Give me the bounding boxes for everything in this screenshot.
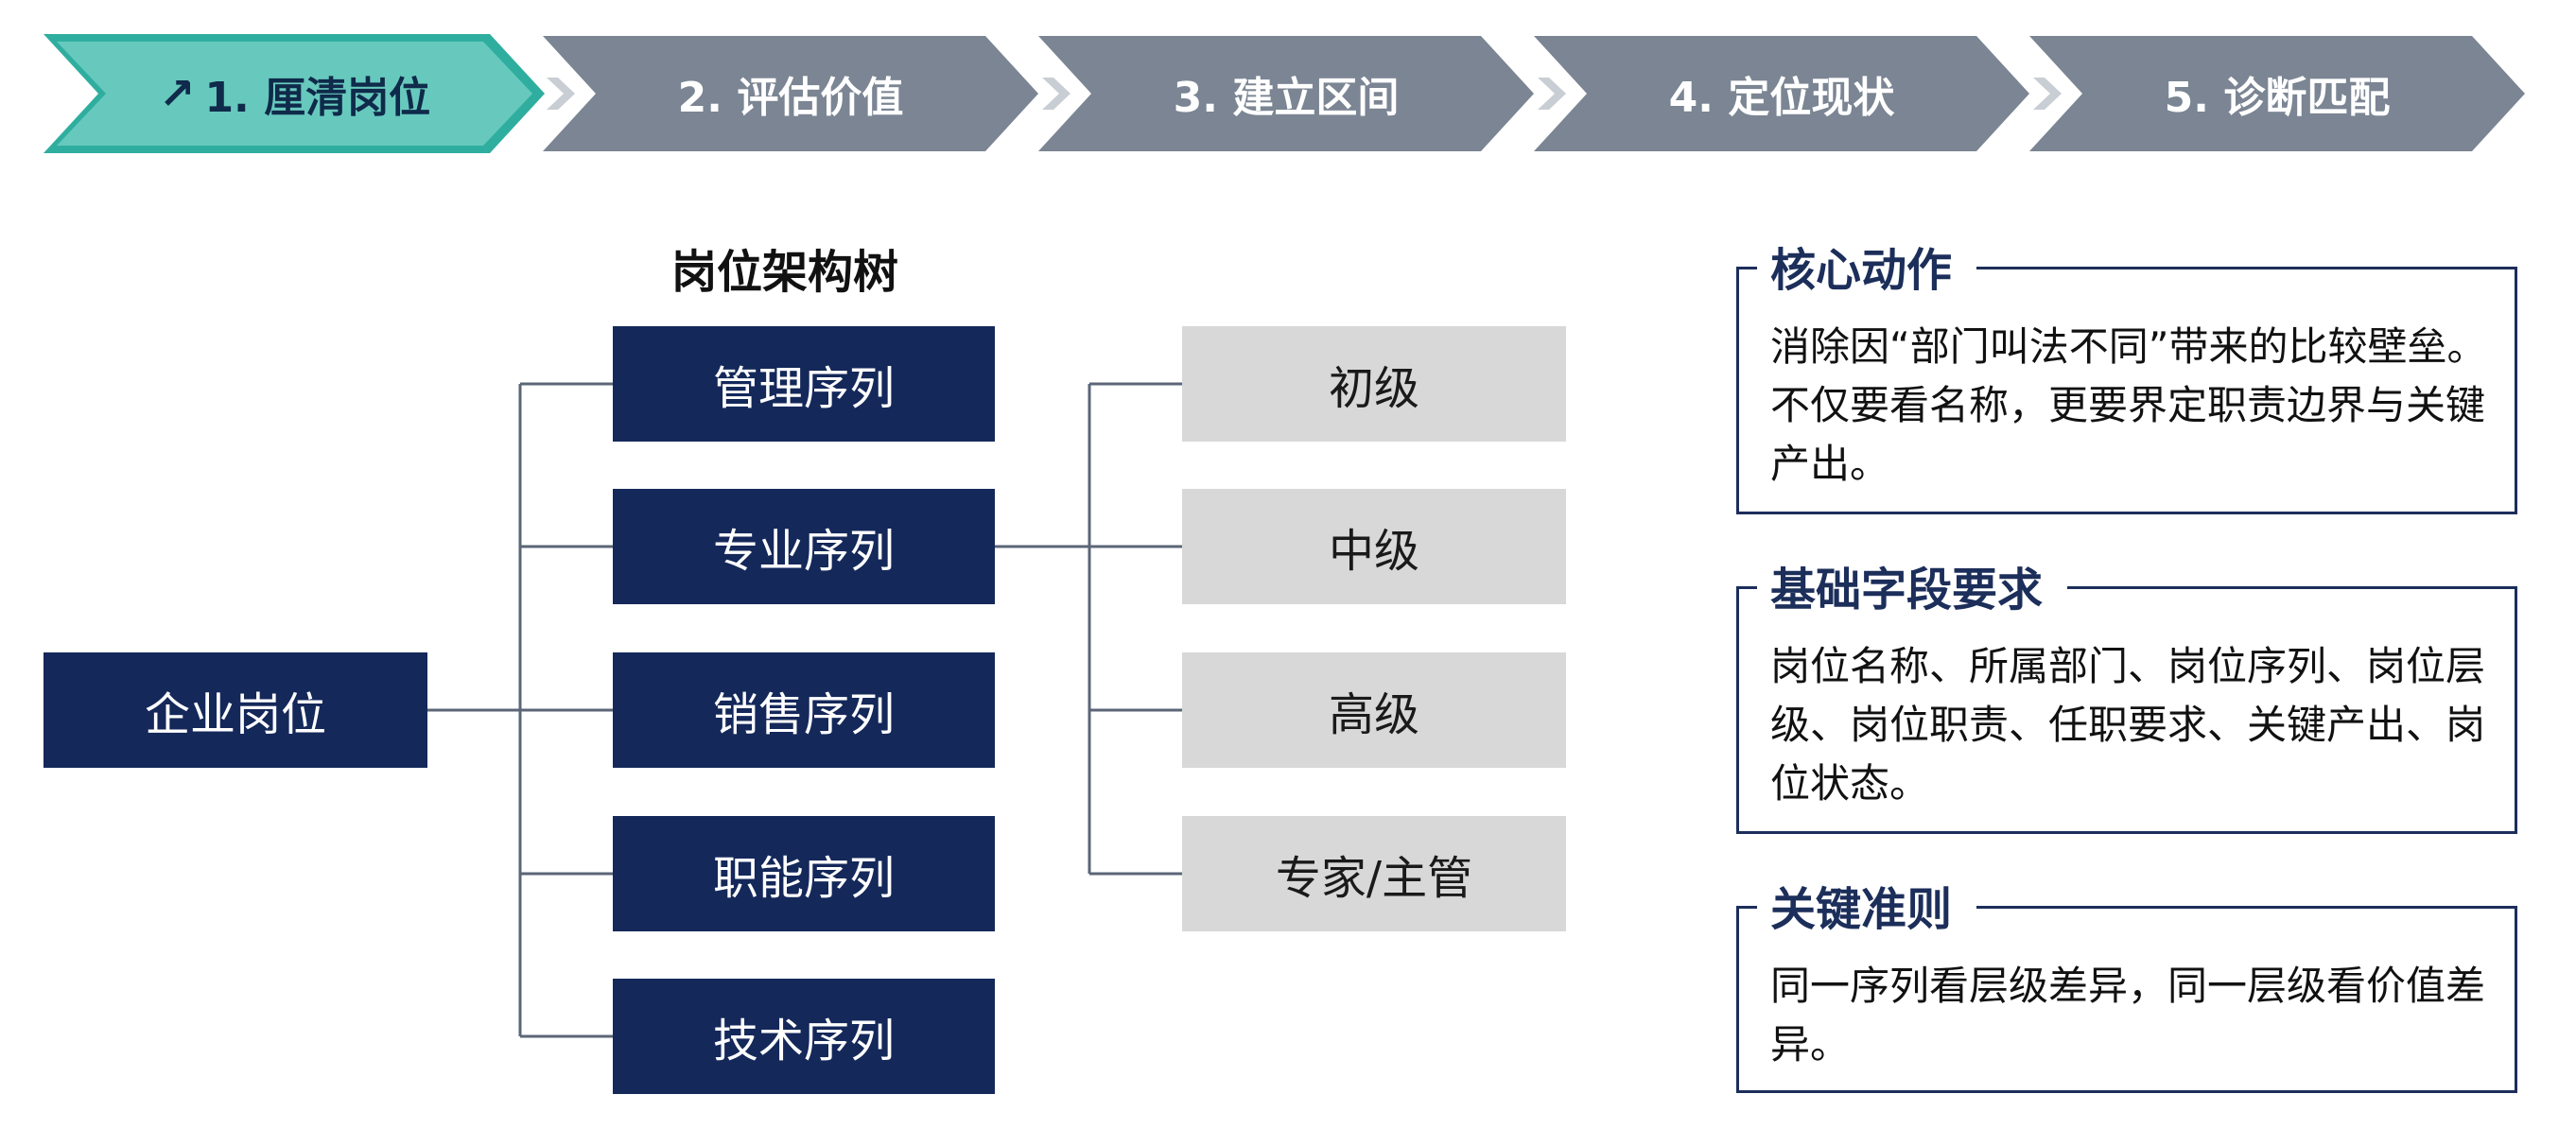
level-node: 专家/主管	[1182, 816, 1566, 931]
field-requirements-title: 基础字段要求	[1757, 562, 2068, 618]
core-action-title: 核心动作	[1757, 242, 1977, 299]
step-1-label: 1. 厘清岗位	[204, 74, 431, 122]
step-4[interactable]: 4. 定位现状	[1534, 36, 2029, 151]
step-3[interactable]: 3. 建立区间	[1038, 36, 1534, 151]
chevron-separator-icon	[1042, 78, 1070, 110]
step-5-label: 5. 诊断匹配	[2164, 74, 2391, 122]
sequence-node: 销售序列	[613, 652, 995, 768]
step-2[interactable]: 2. 评估价值	[543, 36, 1038, 151]
root-node: 企业岗位	[44, 652, 427, 768]
step-3-label: 3. 建立区间	[1173, 74, 1400, 122]
arrow-up-right-icon: ↗	[158, 68, 196, 119]
step-1[interactable]: ↗ 1. 厘清岗位	[57, 42, 532, 146]
key-principle-body: 同一序列看层级差异，同一层级看价值差异。	[1770, 963, 2486, 1068]
chevron-separator-icon	[547, 78, 575, 110]
level-node: 高级	[1182, 652, 1566, 768]
key-principle-title: 关键准则	[1757, 881, 1977, 938]
step-5[interactable]: 5. 诊断匹配	[2029, 36, 2525, 151]
process-stepper: ↗ 1. 厘清岗位 2. 评估价值 3. 建立区间 4. 定位现状 5. 诊断匹…	[0, 0, 2576, 170]
key-principle-panel	[1736, 906, 2517, 1093]
step-2-label: 2. 评估价值	[677, 74, 904, 122]
sequence-node: 技术序列	[613, 979, 995, 1094]
field-requirements-body: 岗位名称、所属部门、岗位序列、岗位层级、岗位职责、任职要求、关键产出、岗位状态。	[1770, 643, 2486, 807]
tree-title: 岗位架构树	[670, 246, 898, 299]
level-node: 中级	[1182, 489, 1566, 604]
core-action-panel	[1736, 267, 2517, 514]
core-action-body: 消除因“部门叫法不同”带来的比较壁垒。不仅要看名称，更要界定职责边界与关键产出。	[1770, 323, 2487, 487]
sequence-node: 职能序列	[613, 816, 995, 931]
sequence-node: 管理序列	[613, 326, 995, 442]
field-requirements-panel	[1736, 586, 2517, 834]
step-4-label: 4. 定位现状	[1668, 74, 1895, 122]
level-node: 初级	[1182, 326, 1566, 442]
sequence-node: 专业序列	[613, 489, 995, 604]
chevron-separator-icon	[2033, 78, 2062, 110]
chevron-separator-icon	[1538, 78, 1566, 110]
